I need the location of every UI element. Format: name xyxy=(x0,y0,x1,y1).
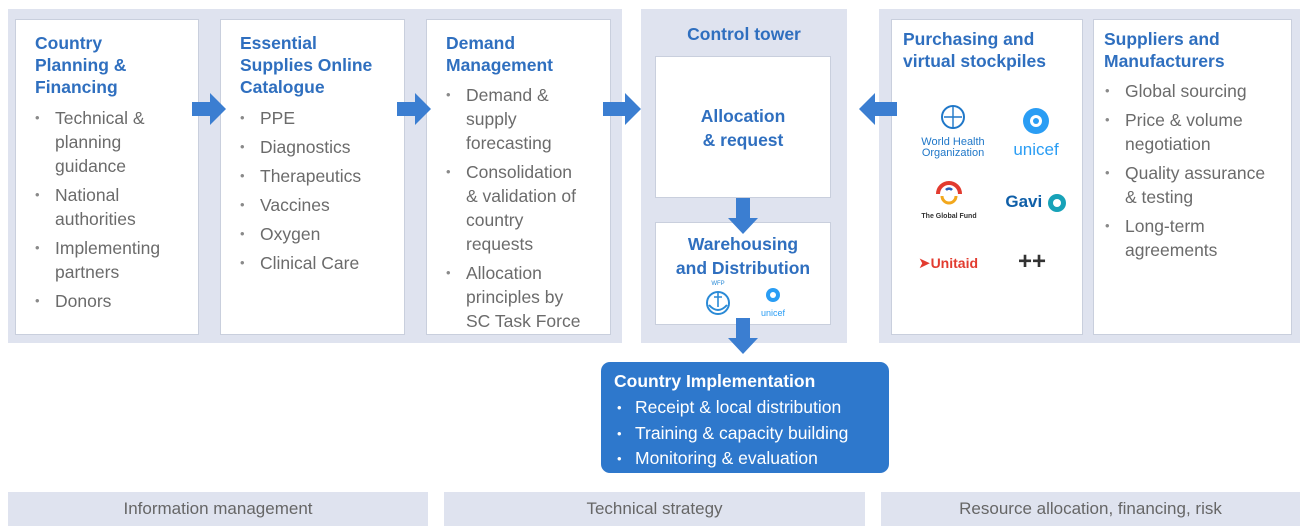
purchasing-box: Purchasing and virtual stockpiles World … xyxy=(891,19,1083,335)
demand-management-title: Demand Management xyxy=(446,33,553,75)
allocation-title: Allocation & request xyxy=(700,106,786,150)
wfp-logo-text: WFP xyxy=(711,281,725,287)
unicef-logo: unicef xyxy=(1004,106,1068,158)
list-item: Technical & planning guidance xyxy=(33,106,195,178)
purchasing-title: Purchasing and virtual stockpiles xyxy=(903,29,1046,71)
list-item: Diagnostics xyxy=(238,135,401,159)
country-implementation-box: Country Implementation Receipt & local d… xyxy=(601,362,889,473)
global-fund-logo: The Global Fund xyxy=(914,180,984,221)
list-item: National authorities xyxy=(33,183,195,231)
allocation-box: Allocation & request xyxy=(655,56,831,198)
list-item: Training & capacity building xyxy=(615,421,848,447)
global-fund-logo-text: The Global Fund xyxy=(921,213,977,220)
list-item: Quality assurance & testing xyxy=(1103,161,1291,209)
country-implementation-title: Country Implementation xyxy=(614,371,816,391)
country-planning-box: Country Planning & Financing Technical &… xyxy=(15,19,199,335)
arrow-right-icon xyxy=(397,93,431,125)
list-item: Receipt & local distribution xyxy=(615,395,848,421)
list-item: Monitoring & evaluation xyxy=(615,446,848,472)
suppliers-box: Suppliers and Manufacturers Global sourc… xyxy=(1093,19,1292,335)
warehousing-box: Warehousing and Distribution WFP unicef xyxy=(655,222,831,325)
list-item: Long-term agreements xyxy=(1103,214,1291,262)
unitaid-logo-text: Unitaid xyxy=(930,255,979,271)
list-item: PPE xyxy=(238,106,401,130)
technical-strategy-bar: Technical strategy xyxy=(444,492,865,526)
suppliers-list: Global sourcing Price & volume negotiati… xyxy=(1103,79,1291,267)
warehousing-title: Warehousing and Distribution xyxy=(675,234,811,278)
information-management-bar: Information management xyxy=(8,492,428,526)
list-item: Implementing partners xyxy=(33,236,195,284)
list-item: Therapeutics xyxy=(238,164,401,188)
list-item: Consolidation & validation of country re… xyxy=(444,160,609,256)
unicef-logo-text: unicef xyxy=(1013,140,1059,159)
gavi-emblem-icon xyxy=(1047,193,1066,212)
list-item: Oxygen xyxy=(238,222,401,246)
arrow-left-icon xyxy=(859,93,897,125)
arrow-right-icon xyxy=(603,93,641,125)
arrow-down-icon xyxy=(728,318,758,354)
list-item: Vaccines xyxy=(238,193,401,217)
unicef-logo-small-text: unicef xyxy=(760,308,786,318)
gavi-logo-text: Gavi xyxy=(1005,192,1043,211)
who-logo-text: World Health Organization xyxy=(921,136,985,159)
suppliers-title: Suppliers and Manufacturers xyxy=(1104,29,1225,71)
list-item: Allocation principles by SC Task Force xyxy=(444,261,609,333)
wfp-emblem-icon xyxy=(706,291,730,315)
supplies-catalogue-box: Essential Supplies Online Catalogue PPE … xyxy=(220,19,405,335)
list-item: Clinical Care xyxy=(238,251,401,275)
unicef-logo-small: unicef xyxy=(756,286,790,318)
demand-management-list: Demand & supply forecasting Consolidatio… xyxy=(444,83,609,338)
arrow-right-icon xyxy=(192,93,226,125)
who-emblem-icon xyxy=(941,105,965,129)
more-partners-mark: ++ xyxy=(1017,248,1047,275)
arrow-down-icon xyxy=(728,198,758,234)
unitaid-logo: ➤Unitaid xyxy=(912,254,984,273)
country-implementation-list: Receipt & local distribution Training & … xyxy=(615,395,848,472)
country-planning-list: Technical & planning guidance National a… xyxy=(33,106,195,318)
unicef-emblem-icon xyxy=(1023,108,1049,134)
supplies-catalogue-title: Essential Supplies Online Catalogue xyxy=(240,33,373,97)
list-item: Global sourcing xyxy=(1103,79,1291,103)
country-planning-title: Country Planning & Financing xyxy=(35,33,127,97)
unicef-emblem-icon xyxy=(766,288,780,302)
who-logo: World Health Organization xyxy=(914,104,992,159)
wfp-logo: WFP xyxy=(703,281,733,322)
list-item: Donors xyxy=(33,289,195,313)
supplies-catalogue-list: PPE Diagnostics Therapeutics Vaccines Ox… xyxy=(238,106,401,280)
resource-allocation-bar: Resource allocation, financing, risk xyxy=(881,492,1300,526)
list-item: Price & volume negotiation xyxy=(1103,108,1291,156)
list-item: Demand & supply forecasting xyxy=(444,83,609,155)
gavi-logo: Gavi xyxy=(1000,192,1072,213)
global-fund-emblem-icon xyxy=(936,181,962,205)
demand-management-box: Demand Management Demand & supply foreca… xyxy=(426,19,611,335)
control-tower-title: Control tower xyxy=(687,24,801,44)
unitaid-bird-icon: ➤ xyxy=(917,255,931,272)
